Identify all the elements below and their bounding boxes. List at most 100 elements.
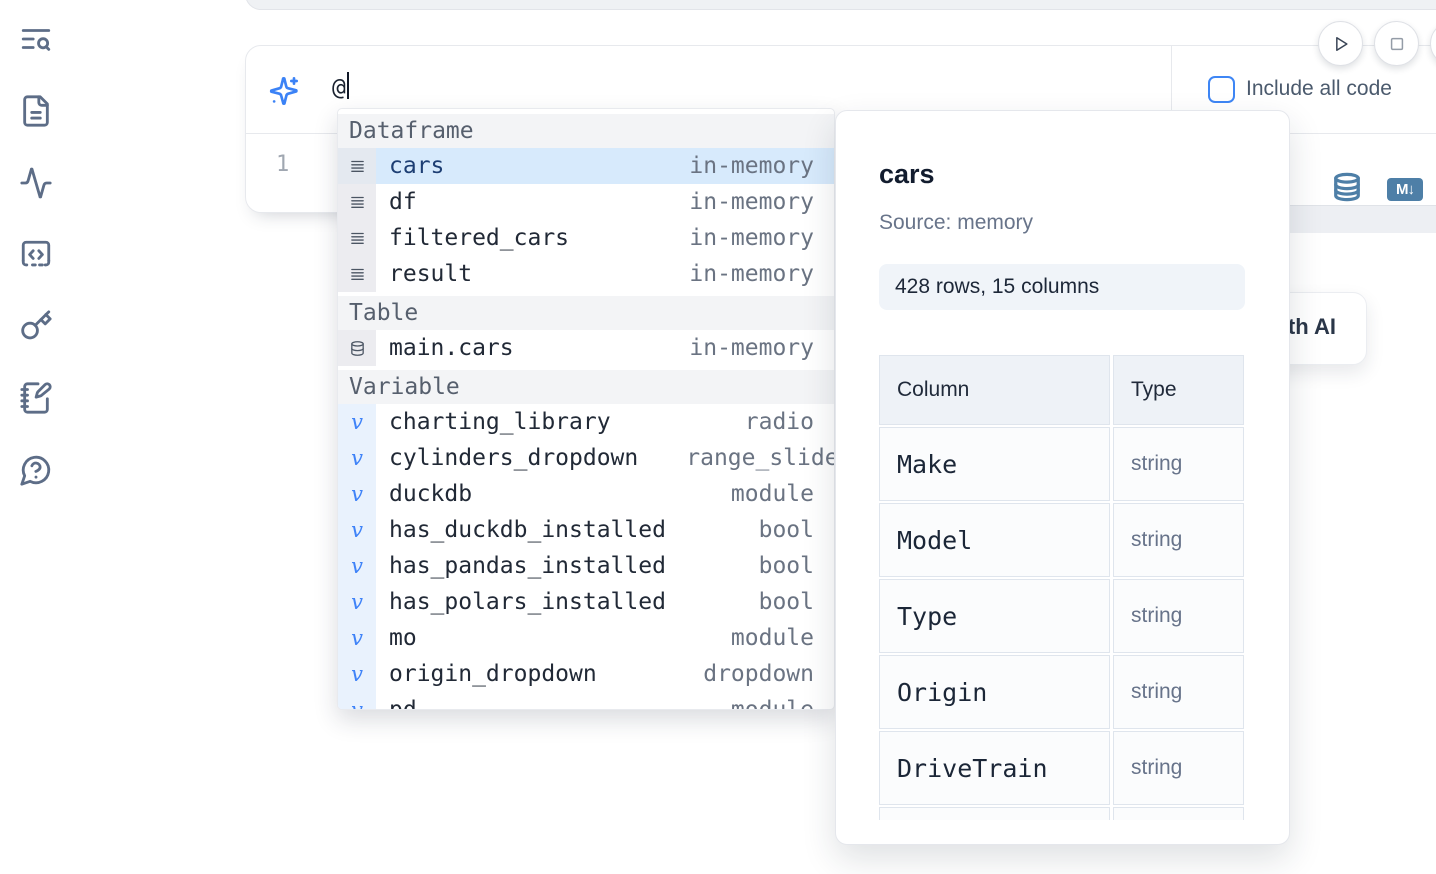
markdown-icon[interactable]: M↓ [1387, 178, 1423, 201]
completion-type: module [730, 481, 814, 507]
completion-type: in-memory [689, 153, 814, 179]
completion-type: bool [758, 553, 814, 579]
variable-icon: v [351, 482, 363, 506]
completion-item-mo[interactable]: v mo module [338, 620, 834, 656]
completion-section-header: Table [338, 296, 834, 330]
schema-column-name: Origin [897, 677, 988, 707]
completion-type: radio [744, 409, 814, 435]
preview-shape-badge: 428 rows, 15 columns [879, 264, 1245, 310]
activity-icon[interactable] [19, 166, 53, 200]
schema-column-type: string [1131, 756, 1183, 779]
schema-header-cell: Type [1131, 378, 1177, 401]
sparkles-icon [268, 75, 300, 107]
completion-type: dropdown [703, 661, 814, 687]
variable-icon: v [351, 698, 363, 710]
completion-name: filtered_cars [389, 225, 570, 251]
completion-type: module [730, 697, 814, 710]
variable-icon: v [351, 446, 363, 470]
text-cursor [346, 72, 349, 99]
include-all-code-checkbox[interactable] [1208, 76, 1235, 103]
completion-item-result[interactable]: result in-memory [338, 256, 834, 292]
schema-header-row: Column Type [879, 355, 1245, 425]
line-number: 1 [276, 152, 290, 177]
completion-item-has_duckdb_installed[interactable]: v has_duckdb_installed bool [338, 512, 834, 548]
completion-name: result [389, 261, 473, 287]
helper-sidebar [0, 0, 72, 874]
text-search-icon[interactable] [19, 22, 53, 56]
schema-column-type: string [1131, 604, 1183, 627]
schema-row [879, 807, 1245, 820]
variable-icon: v [351, 590, 363, 614]
dataframe-preview-panel: cars Source: memory 428 rows, 15 columns… [835, 110, 1290, 845]
schema-column-name: Type [897, 601, 958, 631]
notebook-pen-icon[interactable] [19, 381, 53, 415]
cell-console-strip [1262, 205, 1436, 233]
completion-type: module [730, 625, 814, 651]
completion-item-filtered_cars[interactable]: filtered_cars in-memory [338, 220, 834, 256]
schema-column-type: string [1131, 528, 1183, 551]
completion-name: has_polars_installed [389, 589, 666, 615]
completion-type: in-memory [689, 335, 814, 361]
help-circle-icon[interactable] [19, 453, 53, 487]
completion-type: in-memory [689, 189, 814, 215]
completion-section-header: Variable [338, 370, 834, 404]
completion-name: origin_dropdown [389, 661, 597, 687]
completion-name: charting_library [389, 409, 611, 435]
completion-name: main.cars [389, 335, 514, 361]
completion-type: bool [758, 517, 814, 543]
completion-name: pd [389, 697, 417, 710]
completion-item-cars[interactable]: cars in-memory [338, 148, 834, 184]
completion-item-has_polars_installed[interactable]: v has_polars_installed bool [338, 584, 834, 620]
key-icon[interactable] [19, 309, 53, 343]
schema-header-cell: Column [897, 378, 970, 401]
completion-type: bool [758, 589, 814, 615]
include-code-zone: Include all code [1171, 46, 1436, 133]
dataframe-icon [350, 160, 364, 172]
run-button[interactable] [1318, 21, 1363, 66]
variable-icon: v [351, 626, 363, 650]
variable-icon: v [351, 662, 363, 686]
previous-cell-fragment [245, 0, 1436, 10]
schema-row: DriveTrain string [879, 731, 1245, 805]
ai-prompt-input[interactable]: @ [332, 72, 1132, 108]
include-all-code-label: Include all code [1246, 77, 1392, 100]
completion-section-header: Dataframe [338, 114, 834, 148]
completion-item-duckdb[interactable]: v duckdb module [338, 476, 834, 512]
completion-type: in-memory [689, 261, 814, 287]
completion-name: mo [389, 625, 417, 651]
cell-toolbar: M↓ [1332, 171, 1423, 208]
stop-button[interactable] [1374, 21, 1419, 66]
database-icon[interactable] [1332, 171, 1362, 208]
table-db-icon [350, 340, 364, 356]
completion-item-pd[interactable]: v pd module [338, 692, 834, 710]
preview-title: cars [879, 159, 935, 189]
completion-name: duckdb [389, 481, 473, 507]
completion-item-origin_dropdown[interactable]: v origin_dropdown dropdown [338, 656, 834, 692]
completion-type: in-memory [689, 225, 814, 251]
schema-row: Type string [879, 579, 1245, 653]
schema-column-name: Model [897, 525, 973, 555]
file-text-icon[interactable] [19, 94, 53, 128]
variable-icon: v [351, 518, 363, 542]
completion-type: range_slider [686, 445, 834, 471]
dataframe-icon [350, 196, 364, 208]
code-editor-row[interactable]: 1 M↓ [246, 135, 1436, 212]
code-square-icon[interactable] [19, 238, 53, 272]
completion-item-main.cars[interactable]: main.cars in-memory [338, 330, 834, 366]
schema-row: Model string [879, 503, 1245, 577]
schema-column-type: string [1131, 452, 1183, 475]
completion-name: cars [389, 153, 445, 179]
schema-column-name: DriveTrain [897, 753, 1048, 783]
completion-name: has_duckdb_installed [389, 517, 666, 543]
dataframe-icon [350, 268, 364, 280]
completion-name: has_pandas_installed [389, 553, 666, 579]
preview-source: Source: memory [879, 211, 1034, 234]
